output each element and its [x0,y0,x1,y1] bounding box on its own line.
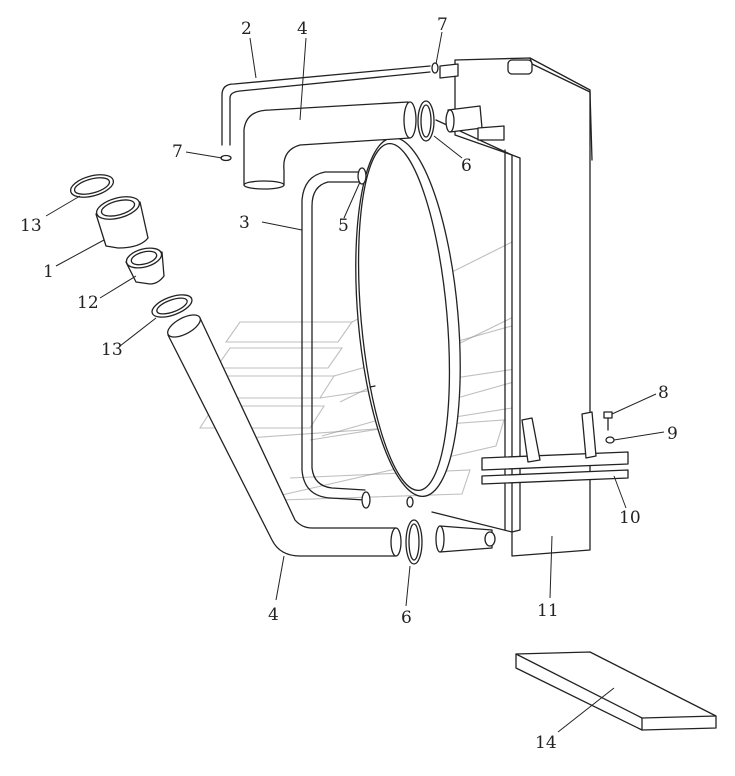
callout-13-bottom: 13 [101,340,123,360]
lower-radiator-hose [167,314,402,557]
radiator-lower-outlet [435,525,496,553]
callout-3: 3 [239,213,250,233]
callout-8: 8 [658,383,669,403]
radiator-upper-outlet [439,63,505,141]
callout-2: 2 [241,19,252,39]
rubber-pad [515,651,717,731]
callout-9: 9 [667,424,678,444]
callout-4-bottom: 4 [268,605,279,625]
bolt-and-washer [603,411,615,444]
overflow-pipe [221,65,431,146]
callout-4-top: 4 [297,19,308,39]
callout-10: 10 [619,508,641,528]
callout-6-bottom: 6 [401,608,412,628]
bypass-tube [301,171,366,501]
callout-5: 5 [338,216,349,236]
mounting-bracket [481,411,629,485]
left-fitting-stack [69,174,193,318]
fan-shroud-ring [355,136,461,498]
callout-13-top: 13 [20,216,42,236]
leader-lines [45,31,665,733]
callout-12: 12 [77,293,99,313]
callout-7-top: 7 [437,15,448,35]
callout-11: 11 [537,601,559,621]
callout-14: 14 [535,733,557,753]
callout-6-top: 6 [461,156,472,176]
hose-clamps [220,62,439,565]
callout-1: 1 [43,262,54,282]
upper-radiator-hose [243,101,417,190]
callout-labels: 2 4 7 7 6 13 3 5 1 12 13 8 9 10 4 6 11 1… [20,15,678,753]
callout-7-left: 7 [172,142,183,162]
